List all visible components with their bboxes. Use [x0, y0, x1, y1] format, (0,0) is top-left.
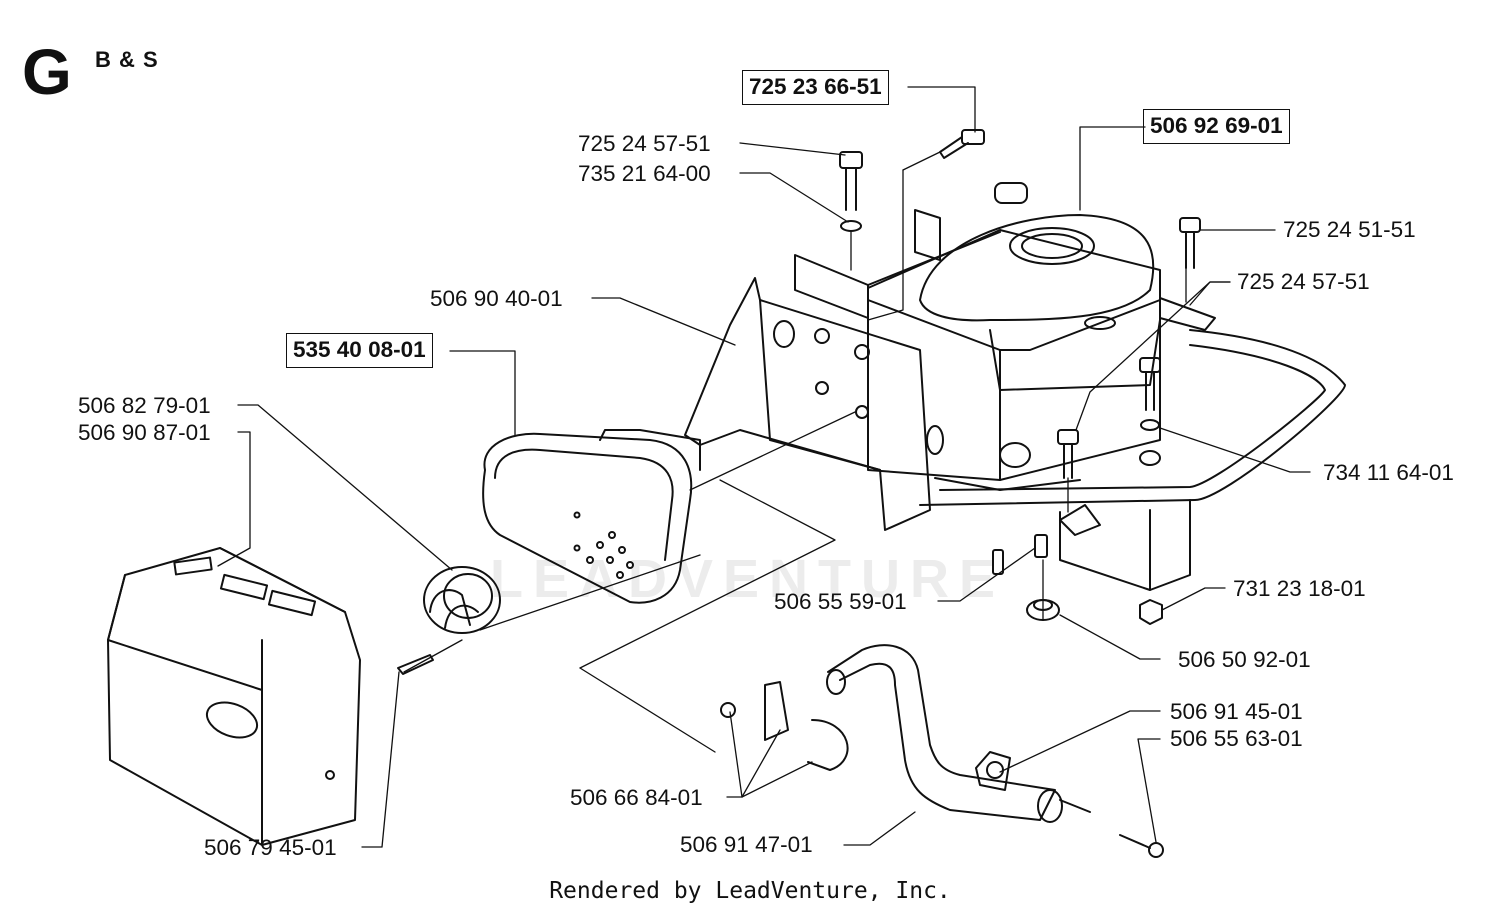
exhaust-pipe-drawing [720, 644, 1091, 823]
part-label[interactable]: 506 90 87-01 [78, 420, 211, 445]
muffler-drawing [482, 429, 701, 604]
part-label[interactable]: 725 23 66-51 [742, 70, 889, 105]
part-label[interactable]: 734 11 64-01 [1323, 460, 1454, 485]
part-label[interactable]: 535 40 08-01 [286, 333, 433, 368]
footer-credit: Rendered by LeadVenture, Inc. [549, 878, 951, 904]
section-letter: G [22, 36, 72, 108]
part-label[interactable]: 506 82 79-01 [78, 393, 211, 418]
part-label[interactable]: 725 24 57-51 [1237, 269, 1370, 294]
deflector-drawing [423, 566, 501, 634]
section-subtitle: B & S [95, 47, 159, 72]
fasteners-drawing [397, 129, 1201, 858]
part-label[interactable]: 725 24 57-51 [578, 131, 711, 156]
part-label[interactable]: 735 21 64-00 [578, 161, 711, 186]
part-label[interactable]: 506 50 92-01 [1178, 647, 1311, 672]
part-label[interactable]: 506 55 59-01 [774, 589, 907, 614]
leader-lines [217, 86, 1311, 848]
part-label[interactable]: 506 79 45-01 [204, 835, 337, 860]
part-label[interactable]: 506 55 63-01 [1170, 726, 1303, 751]
part-label[interactable]: 725 24 51-51 [1283, 217, 1416, 242]
watermark: LEADVENTURE [490, 549, 1006, 609]
tube-frame-drawing [919, 329, 1346, 536]
part-label[interactable]: 731 23 18-01 [1233, 576, 1366, 601]
mounting-bracket-drawing [684, 209, 1216, 531]
part-label[interactable]: 506 91 47-01 [680, 832, 813, 857]
part-label[interactable]: 506 66 84-01 [570, 785, 703, 810]
muffler-guard-drawing [107, 547, 361, 846]
engine-drawing [867, 182, 1191, 591]
part-label[interactable]: 506 92 69-01 [1143, 109, 1290, 144]
part-label[interactable]: 506 91 45-01 [1170, 699, 1303, 724]
part-label[interactable]: 506 90 40-01 [430, 286, 563, 311]
